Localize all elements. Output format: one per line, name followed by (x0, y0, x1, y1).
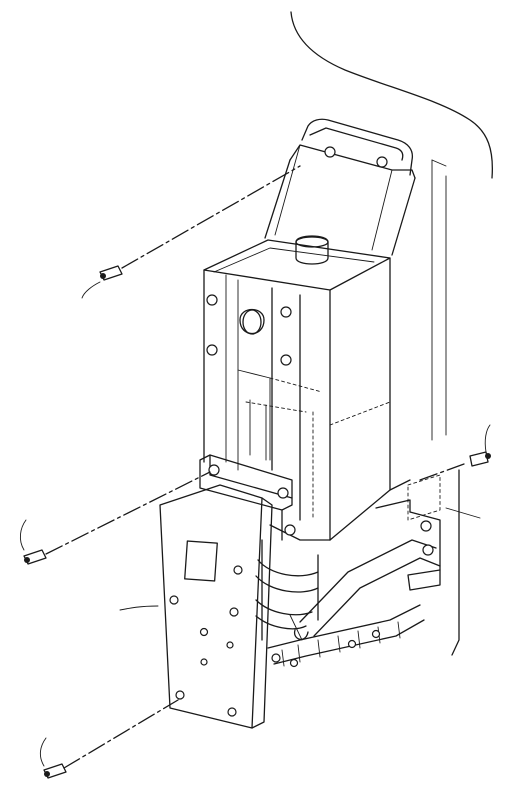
body-panel-outline (291, 12, 492, 655)
mounting-plate (160, 485, 272, 728)
lower-mechanism (256, 540, 424, 667)
screw-lower-left (40, 700, 178, 778)
screw-middle-left (20, 472, 210, 564)
screw-right (420, 425, 491, 480)
front-clamp-bracket (200, 455, 295, 540)
plate-leader-line (120, 606, 158, 610)
upper-cradle-bracket (265, 119, 415, 255)
right-side-bracket (300, 475, 480, 636)
main-unit-body (204, 236, 410, 540)
